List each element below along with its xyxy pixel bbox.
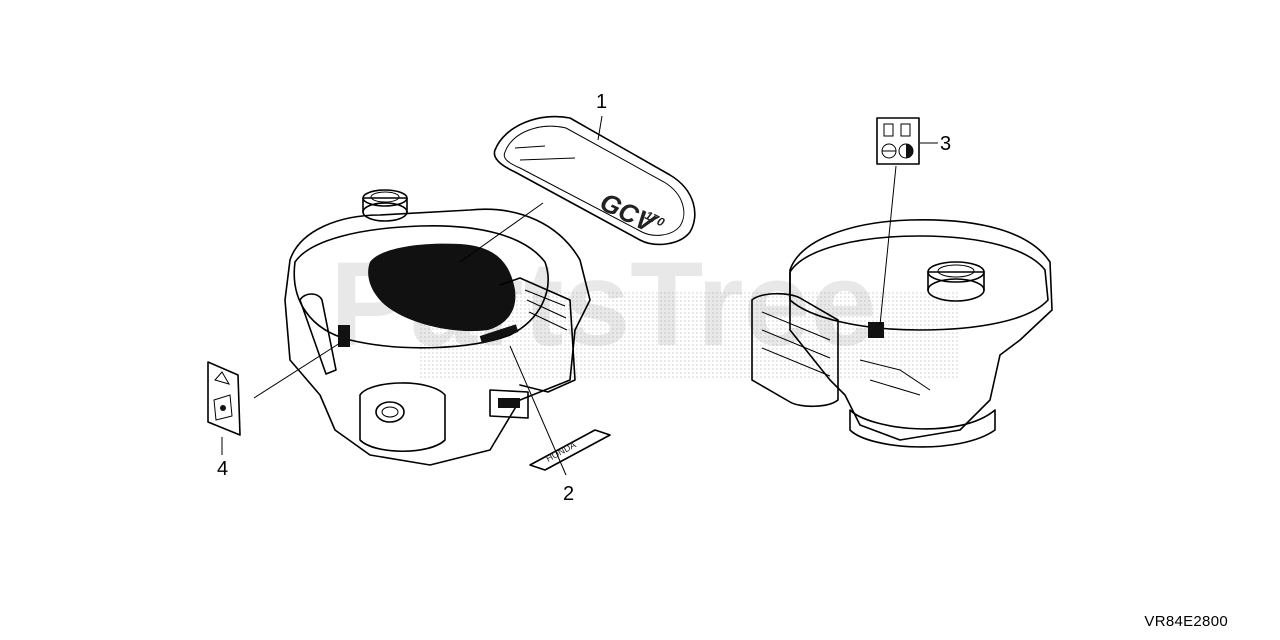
right-engine-illustration	[751, 219, 1053, 448]
callout-2: 2	[563, 483, 574, 505]
choke-decal	[876, 117, 920, 165]
emblem-decal: HONDA	[529, 429, 611, 471]
diagram-code: VR84E2800	[1144, 613, 1228, 630]
emblem-text: HONDA	[544, 440, 577, 464]
callout-3: 3	[940, 133, 951, 155]
callout-4: 4	[217, 458, 228, 480]
callout-1: 1	[596, 91, 607, 113]
warning-decal	[207, 361, 241, 436]
leader-lines	[221, 115, 938, 476]
top-cover-decal: GCV 170	[493, 115, 696, 246]
left-engine-illustration	[284, 189, 591, 466]
